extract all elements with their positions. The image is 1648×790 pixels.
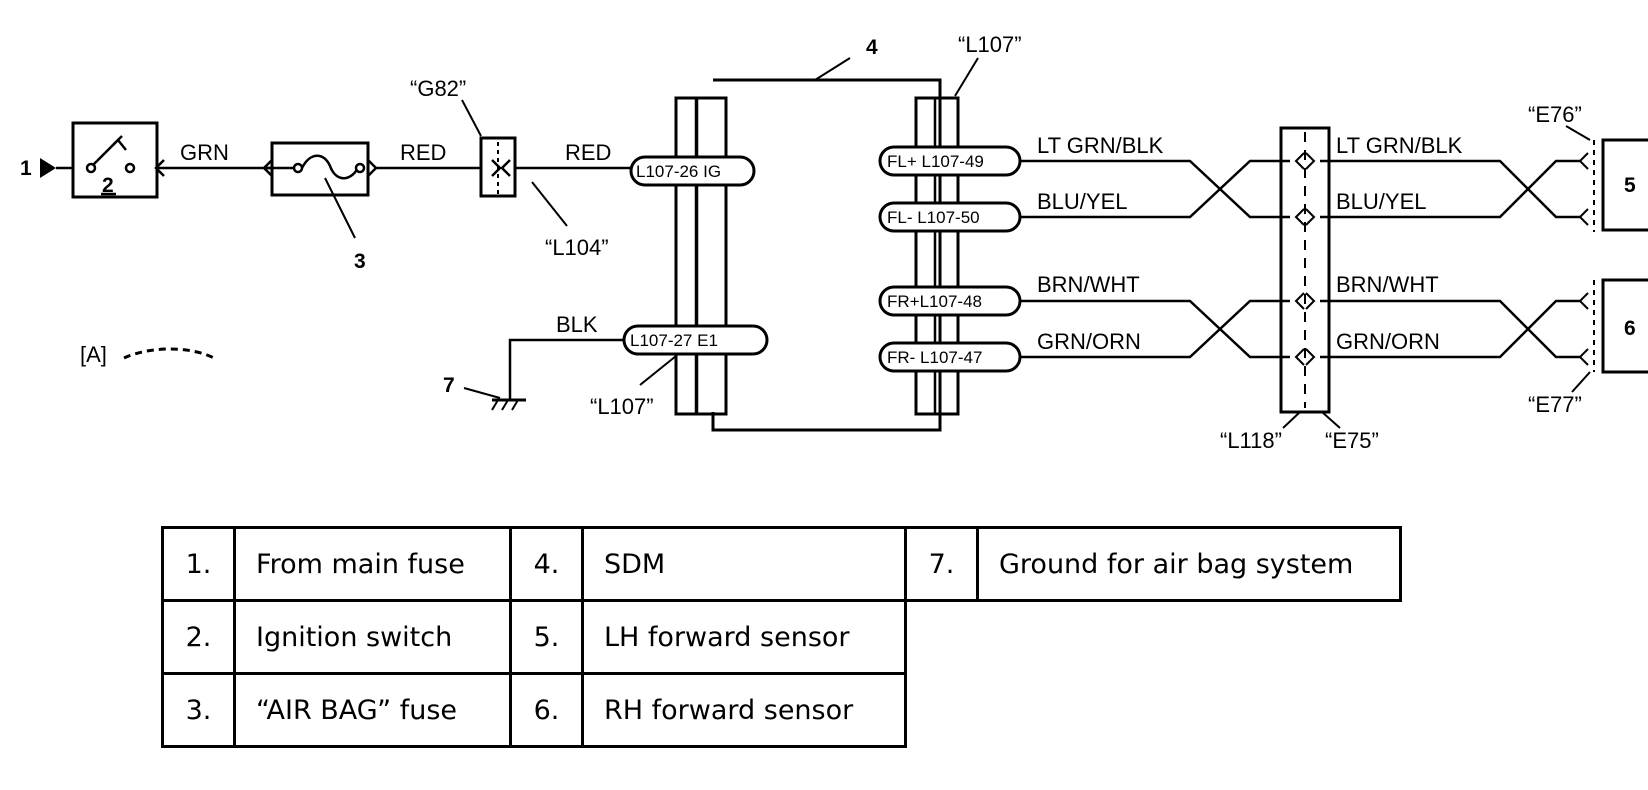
legend-text: RH forward sensor — [581, 672, 907, 748]
legend-table: 1. From main fuse 4. SDM 7. Ground for a… — [161, 526, 1402, 748]
shield-legend-label: [A] — [80, 342, 107, 367]
connector-e75-leader — [1321, 411, 1341, 429]
switch-contact-right — [124, 162, 136, 174]
connector-e76-leader — [1565, 125, 1591, 141]
input-arrow — [40, 158, 56, 178]
legend-text: Ground for air bag system — [976, 526, 1402, 602]
connector-l104-pin — [500, 159, 511, 177]
pin-label-fr-plus: FR+L107-48 — [887, 292, 982, 311]
legend-num: 7. — [904, 526, 979, 602]
legend-num: 2. — [161, 599, 236, 675]
wire-label-red-2: RED — [565, 140, 611, 165]
pin-label-e1: L107-27 E1 — [630, 331, 718, 350]
legend-num: 1. — [161, 526, 236, 602]
callout-4-leader — [814, 57, 851, 81]
wire-label-brn-wht-left: BRN/WHT — [1037, 272, 1140, 297]
callout-4: 4 — [866, 36, 878, 59]
callout-2: 2 — [102, 174, 114, 197]
callout-7-leader — [463, 387, 501, 399]
pin-label-ig: L107-26 IG — [636, 162, 721, 181]
ground-symbol-tick-2 — [501, 399, 509, 411]
wire-grn-orn-right — [1320, 299, 1580, 359]
pin-label-fr-minus: FR- L107-47 — [887, 348, 982, 367]
callout-5: 5 — [1624, 174, 1636, 197]
connector-l118-leader — [1282, 411, 1301, 429]
connector-e76-pins — [1578, 152, 1589, 226]
callout-6: 6 — [1624, 317, 1636, 340]
connector-label-e77: “E77” — [1528, 392, 1582, 417]
connector-label-l104: “L104” — [545, 235, 609, 260]
legend-num: 5. — [509, 599, 584, 675]
sdm-connector-l107-left — [674, 96, 728, 416]
connector-l107-bottom-leader — [639, 355, 677, 386]
legend-num: 4. — [509, 526, 584, 602]
wire-label-grn-orn-left: GRN/ORN — [1037, 329, 1141, 354]
connector-label-l107-bottom: “L107” — [590, 394, 654, 419]
rh-forward-sensor — [1601, 278, 1648, 374]
sdm-connector-l107-left-divider — [694, 96, 699, 416]
ignition-switch-box — [71, 121, 159, 199]
legend-text: From main fuse — [233, 526, 512, 602]
wire-label-lt-grn-blk-right: LT GRN/BLK — [1336, 133, 1463, 158]
callout-3: 3 — [354, 250, 366, 273]
wire-label-lt-grn-blk-left: LT GRN/BLK — [1037, 133, 1164, 158]
fuse-terminal-left — [292, 162, 304, 174]
switch-blade-tip — [111, 135, 123, 147]
switch-connector-chevron — [154, 159, 165, 177]
fuse-terminal-right — [354, 162, 366, 174]
pin-label-fl-plus: FL+ L107-49 — [887, 152, 984, 171]
callout-7: 7 — [443, 374, 455, 397]
wire-blu-yel-right — [1320, 159, 1580, 219]
shield-legend-line — [123, 347, 215, 360]
connector-e77-pins — [1578, 292, 1589, 366]
switch-contact-left — [85, 162, 97, 174]
legend-row: 2. Ignition switch 5. LH forward sensor — [161, 599, 1401, 675]
connector-g82-leader — [461, 99, 482, 137]
sdm-outline — [711, 78, 942, 432]
pin-label-fl-minus: FL- L107-50 — [887, 208, 980, 227]
callout-1: 1 — [20, 157, 32, 180]
connector-label-l107-top: “L107” — [958, 32, 1022, 57]
wire-label-red-1: RED — [400, 140, 446, 165]
wire-blk — [508, 338, 624, 400]
wire-label-grn: GRN — [180, 140, 229, 165]
legend-text: SDM — [581, 526, 907, 602]
wire-label-blu-yel-right: BLU/YEL — [1336, 189, 1427, 214]
connector-l118-pins — [1294, 152, 1316, 366]
legend-text: “AIR BAG” fuse — [233, 672, 512, 748]
pin-l107-26-ig — [629, 155, 756, 187]
connector-label-e75: “E75” — [1325, 428, 1379, 453]
callout-3-leader — [324, 177, 356, 239]
legend-num: 6. — [509, 672, 584, 748]
wire-label-blu-yel-left: BLU/YEL — [1037, 189, 1128, 214]
legend-empty-cell — [906, 674, 1401, 747]
connector-l107-top-leader — [954, 57, 979, 97]
wire-label-blk: BLK — [556, 312, 598, 337]
wire-blu-yel-left — [1020, 159, 1290, 219]
connector-l104-leader — [531, 181, 568, 227]
connector-g82-pin — [491, 159, 502, 177]
ground-symbol-tick-1 — [491, 399, 499, 411]
legend-text: Ignition switch — [233, 599, 512, 675]
wiring-diagram: 1 2 GRN 3 RED “G82” “L104” RED 4 “L107” … — [20, 32, 1648, 453]
legend-row: 3. “AIR BAG” fuse 6. RH forward sensor — [161, 672, 1401, 748]
connector-l118-e75 — [1279, 126, 1331, 414]
connector-label-g82: “G82” — [410, 76, 466, 101]
legend-empty-cell — [906, 601, 1401, 674]
legend-num: 3. — [161, 672, 236, 748]
switch-blade — [92, 138, 127, 166]
connector-e77-leader — [1571, 371, 1591, 393]
wire-grn-orn-left — [1020, 299, 1290, 359]
sdm-connector-l107-right — [914, 96, 960, 416]
ground-symbol-tick-3 — [511, 399, 519, 411]
fuse-element — [300, 154, 360, 180]
connector-label-l118: “L118” — [1220, 428, 1282, 453]
connector-label-e76: “E76” — [1528, 102, 1582, 127]
wire-label-brn-wht-right: BRN/WHT — [1336, 272, 1439, 297]
wire-label-grn-orn-right: GRN/ORN — [1336, 329, 1440, 354]
lh-forward-sensor — [1601, 138, 1648, 232]
legend-text: LH forward sensor — [581, 599, 907, 675]
legend-row: 1. From main fuse 4. SDM 7. Ground for a… — [161, 526, 1402, 602]
